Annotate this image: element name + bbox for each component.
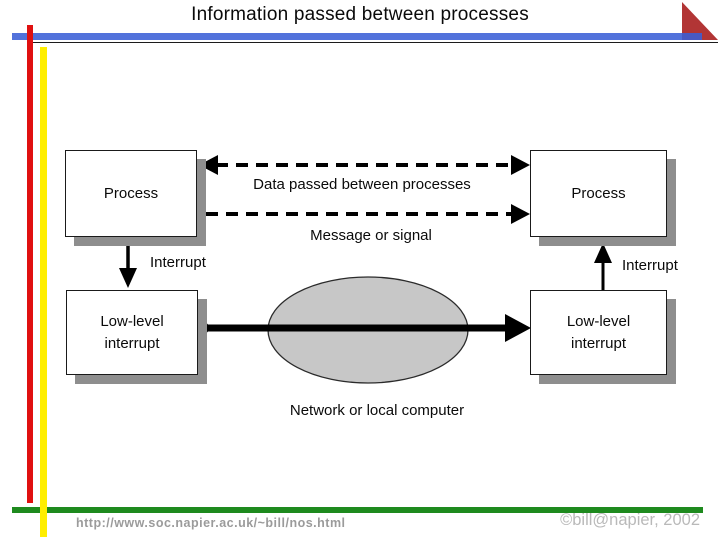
lowlevel-interrupt-box-right-label: Low-level interrupt bbox=[566, 312, 631, 352]
process-box-right: Process bbox=[530, 150, 667, 237]
title-rule-line bbox=[30, 42, 718, 43]
lowlevel-interrupt-box-left-label: Low-level interrupt bbox=[100, 312, 164, 352]
interrupt-label-left: Interrupt bbox=[150, 254, 206, 271]
footer-url: http://www.soc.napier.ac.uk/~bill/nos.ht… bbox=[76, 516, 346, 530]
process-box-right-label: Process bbox=[571, 184, 626, 202]
dashed-arrow-message-head-right bbox=[511, 204, 530, 224]
footer-green-bar bbox=[12, 507, 703, 513]
title-underline-bar bbox=[12, 33, 702, 40]
dashed-arrow-data-head-left bbox=[199, 155, 218, 175]
thick-bus-arrowhead-right bbox=[505, 314, 531, 342]
process-box-left: Process bbox=[65, 150, 197, 237]
data-passed-label: Data passed between processes bbox=[253, 176, 471, 193]
dashed-arrow-data-head-right bbox=[511, 155, 530, 175]
interrupt-arrowhead-right-up bbox=[594, 243, 612, 263]
lowlevel-interrupt-box-left: Low-level interrupt bbox=[66, 290, 198, 375]
slide-title: Information passed between processes bbox=[191, 4, 529, 25]
interrupt-arrowhead-left-down bbox=[119, 268, 137, 288]
lowlevel-interrupt-box-right: Low-level interrupt bbox=[530, 290, 667, 375]
message-or-signal-label: Message or signal bbox=[310, 227, 432, 244]
left-red-stripe bbox=[27, 25, 33, 503]
thick-bus-arrow-tail-dot bbox=[197, 322, 209, 334]
process-box-left-label: Process bbox=[103, 184, 159, 202]
network-label: Network or local computer bbox=[289, 402, 465, 419]
footer-copyright: ©bill@napier, 2002 bbox=[560, 511, 700, 529]
interrupt-label-right: Interrupt bbox=[622, 257, 678, 274]
left-yellow-stripe bbox=[40, 47, 47, 537]
